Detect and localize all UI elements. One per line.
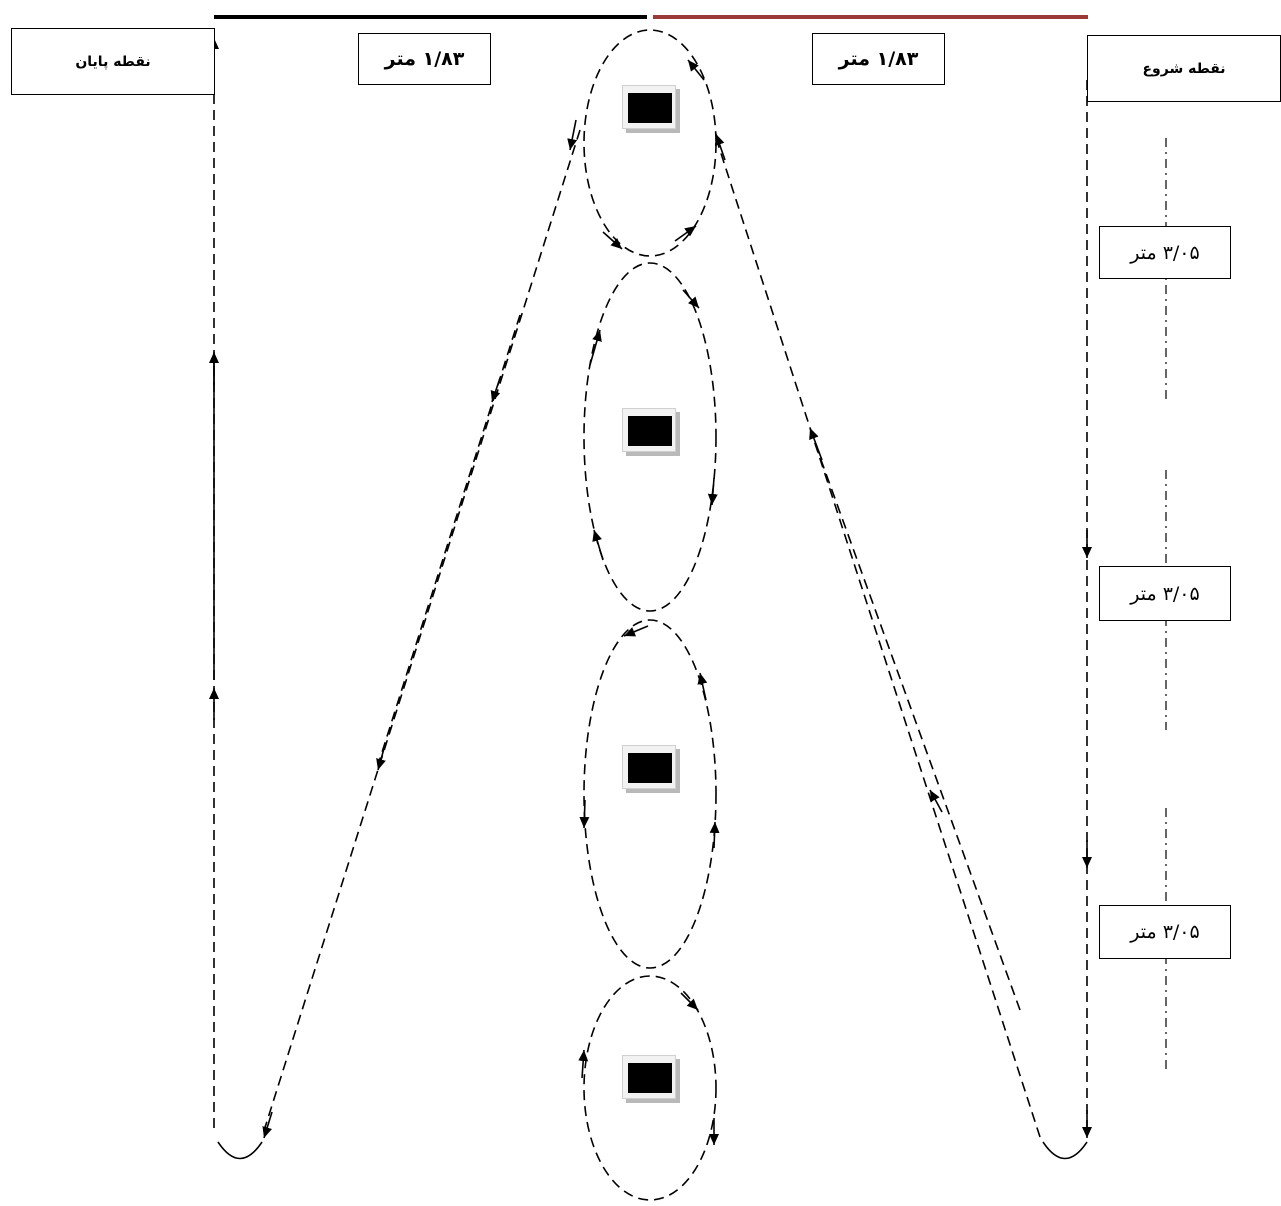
obstacle-1-icon bbox=[622, 85, 680, 133]
start-point-label: نقطه شروع bbox=[1087, 35, 1281, 102]
obstacle-4-icon bbox=[622, 1055, 680, 1103]
segment-label-3: ۳/۰۵ متر bbox=[1099, 905, 1231, 959]
weave-loops bbox=[583, 29, 717, 1201]
segment-label-1: ۳/۰۵ متر bbox=[1099, 226, 1231, 279]
end-point-label: نقطه پایان bbox=[11, 28, 215, 95]
loop-arrows bbox=[578, 59, 720, 1145]
obstacle-2-icon bbox=[622, 408, 680, 456]
width-label-right: ۱/۸۳ متر bbox=[812, 33, 945, 85]
end-marker-icon bbox=[217, 1141, 263, 1160]
right-diagonal-path bbox=[715, 137, 1041, 1138]
segment-label-2: ۳/۰۵ متر bbox=[1099, 566, 1231, 621]
width-label-left: ۱/۸۳ متر bbox=[358, 33, 491, 85]
left-diagonal-path bbox=[261, 129, 581, 1138]
obstacle-3-icon bbox=[622, 745, 680, 793]
start-marker-icon bbox=[1042, 1141, 1088, 1160]
